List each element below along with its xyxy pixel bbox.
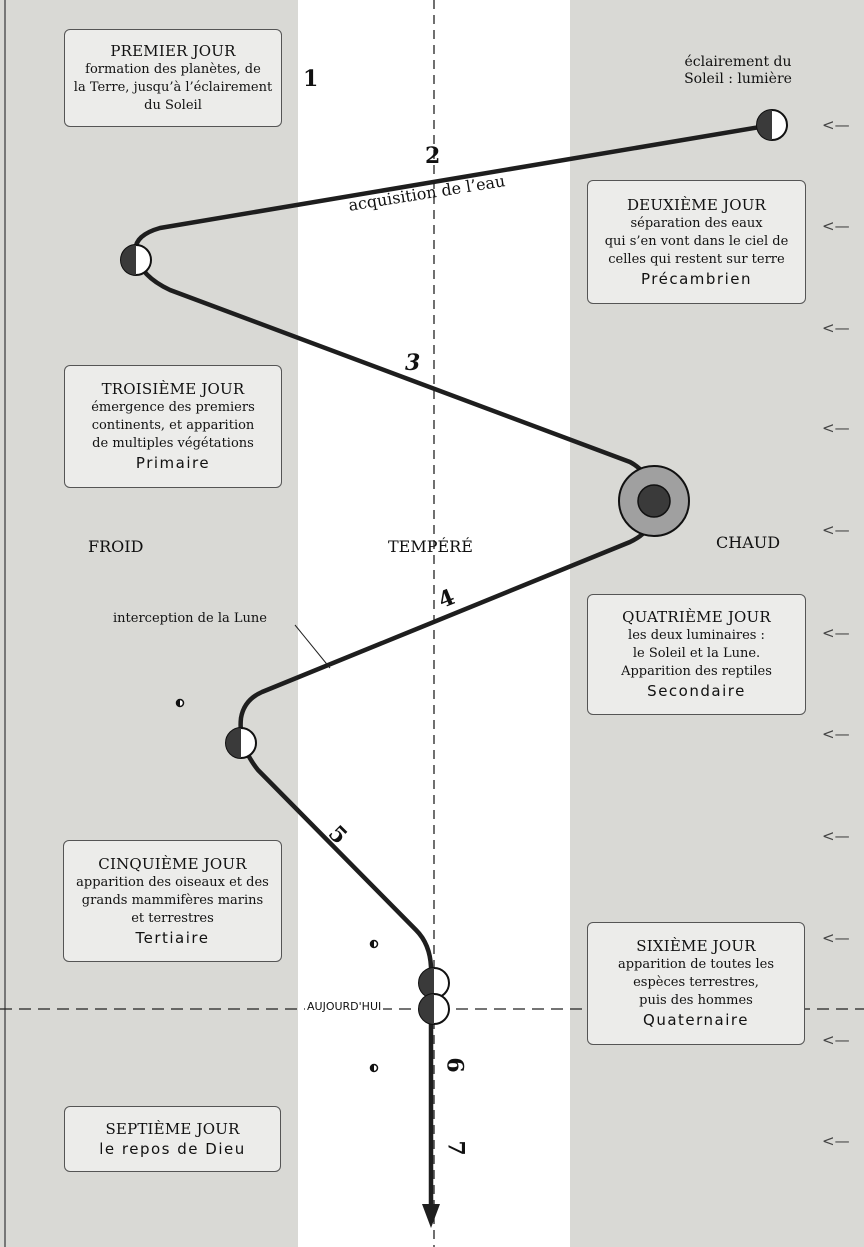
phase-marker-2	[120, 244, 152, 276]
phase-marker-today	[418, 993, 450, 1025]
arrow-marker: <—	[822, 624, 850, 642]
arrow-marker: <—	[822, 521, 850, 539]
day-text-line: continents, et apparition	[91, 418, 255, 433]
day-title: CINQUIÈME JOUR	[98, 854, 247, 873]
moon-dot-2	[369, 939, 379, 949]
day-text-line: apparition de toutes les	[617, 957, 775, 972]
day-title: PREMIER JOUR	[110, 41, 236, 60]
arrow-marker: <—	[822, 217, 850, 235]
day-text-line: et terrestres	[131, 910, 214, 926]
day-text-line: Apparition des reptiles	[621, 664, 772, 679]
era-label: le repos de Dieu	[99, 1139, 246, 1158]
sun-marker	[618, 465, 690, 537]
arrow-marker: <—	[822, 725, 850, 743]
segment-number-1: 1	[303, 66, 319, 92]
segment-number-3: 3	[405, 350, 421, 376]
day-box-6: SIXIÈME JOUR apparition de toutes les es…	[587, 922, 805, 1045]
day-box-1: PREMIER JOUR formation des planètes, de …	[64, 29, 282, 127]
day-title: SEPTIÈME JOUR	[105, 1119, 240, 1138]
day-text-line: espèces terrestres,	[633, 975, 759, 990]
day-box-4: QUATRIÈME JOUR les deux luminaires : le …	[587, 594, 806, 715]
phase-marker-3	[225, 727, 257, 759]
arrow-marker: <—	[822, 116, 850, 134]
day-text-line: séparation des eaux	[630, 215, 763, 231]
day-box-3: TROISIÈME JOUR émergence des premiers co…	[64, 365, 282, 488]
zone-label-hot: CHAUD	[716, 533, 781, 552]
era-label: Primaire	[135, 454, 211, 472]
arrow-marker: <—	[822, 827, 850, 845]
moon-dot-1	[175, 698, 185, 708]
segment-number-2: 2	[425, 143, 441, 169]
era-label: Quaternaire	[643, 1011, 749, 1029]
day-text-line: formation des planètes, de	[85, 61, 261, 77]
segment-number-7: 7	[442, 1140, 469, 1156]
time-arrowhead	[422, 1204, 440, 1228]
phase-marker-1	[756, 109, 788, 141]
frame-border	[4, 0, 6, 1247]
day-title: TROISIÈME JOUR	[101, 380, 245, 398]
today-label: AUJOURD'HUI	[305, 1000, 384, 1013]
cold-zone-band	[0, 0, 298, 1247]
era-label: Secondaire	[647, 682, 746, 700]
arrow-marker: <—	[822, 1132, 850, 1150]
moon-annotation: interception de la Lune	[113, 611, 267, 626]
day-text-line: celles qui restent sur terre	[608, 251, 785, 267]
day-box-5: CINQUIÈME JOUR apparition des oiseaux et…	[63, 840, 282, 962]
day-text-line: apparition des oiseaux et des	[76, 874, 269, 890]
day-title: DEUXIÈME JOUR	[626, 195, 767, 214]
day-text-line: le Soleil et la Lune.	[632, 646, 761, 661]
moon-leader-line	[294, 624, 331, 669]
day-text-line: puis des hommes	[639, 993, 753, 1008]
arrow-marker: <—	[822, 319, 850, 337]
arrow-marker: <—	[822, 1031, 850, 1049]
day-text-line: émergence des premiers	[91, 400, 255, 415]
day-box-2: DEUXIÈME JOUR séparation des eaux qui s’…	[587, 180, 806, 304]
zone-label-temperate: TEMPÉRÉ	[388, 537, 473, 556]
day-box-7: SEPTIÈME JOUR le repos de Dieu	[64, 1106, 281, 1172]
segment-number-6: 6	[441, 1057, 468, 1073]
zone-label-cold: FROID	[88, 537, 144, 556]
day-text-line: qui s’en vont dans le ciel de	[604, 233, 789, 249]
era-label: Tertiaire	[135, 928, 210, 947]
sunlight-line: Soleil : lumière	[684, 71, 792, 87]
arrow-marker: <—	[822, 929, 850, 947]
day-text-line: grands mammifères marins	[81, 892, 264, 908]
day-text-line: du Soleil	[144, 97, 202, 113]
day-text-line: les deux luminaires :	[628, 628, 765, 643]
sunlight-annotation: éclairement du Soleil : lumière	[668, 54, 808, 88]
phase-marker-4	[418, 967, 450, 999]
era-label: Précambrien	[641, 269, 752, 288]
day-text-line: la Terre, jusqu’à l’éclairement	[73, 79, 273, 95]
day-title: QUATRIÈME JOUR	[622, 608, 771, 626]
day-title: SIXIÈME JOUR	[636, 937, 756, 955]
moon-dot-3	[369, 1063, 379, 1073]
arrow-marker: <—	[822, 419, 850, 437]
sunlight-line: éclairement du	[684, 54, 792, 70]
day-text-line: de multiples végétations	[92, 436, 254, 451]
